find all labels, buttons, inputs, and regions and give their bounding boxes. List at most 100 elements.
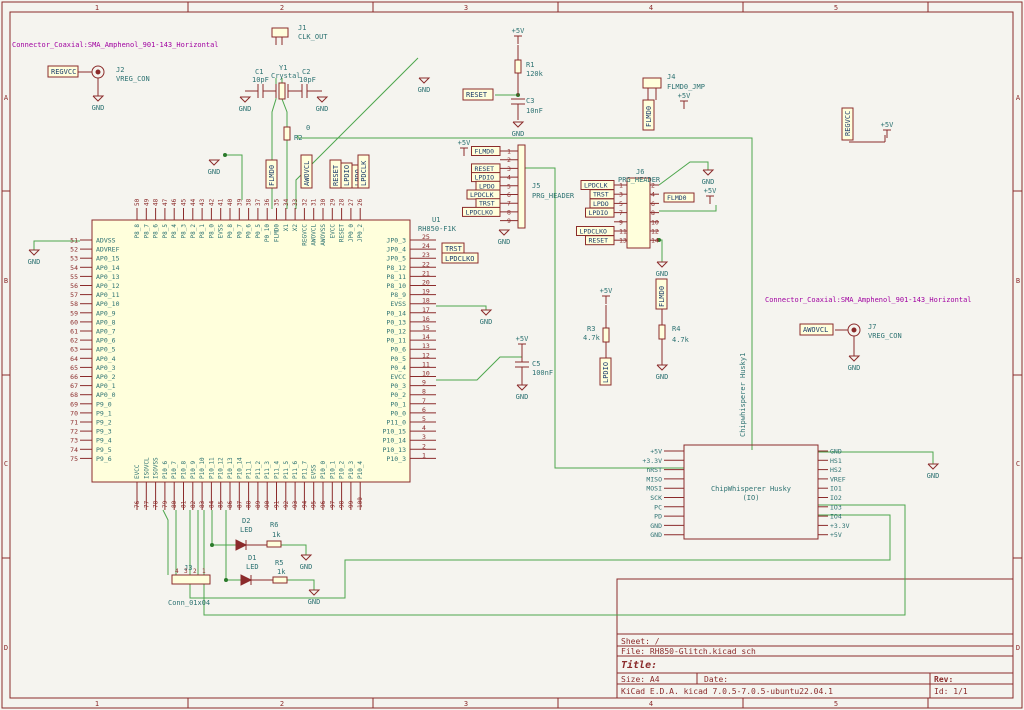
u1-pin-number: 73 <box>70 437 78 445</box>
u1-pin-name: P0_5 <box>390 355 406 363</box>
u1-pin-number: 65 <box>70 364 78 372</box>
u1-pin-name: P8_1 <box>199 224 206 239</box>
c1-value: 10pF <box>252 76 269 84</box>
j6-pin-number: 13 <box>619 237 627 245</box>
label-lpdclk-u1: LPDCLK <box>360 160 368 186</box>
u1-pin-number: 87 <box>236 500 243 508</box>
husky-pin-right: +5V <box>830 531 842 539</box>
u1-pin-number: 35 <box>274 198 281 206</box>
gnd-c2: GND <box>316 105 329 113</box>
u1-pin-name: P10_6 <box>162 461 169 479</box>
husky-pin-left: PC <box>654 503 662 511</box>
u1-pin-name: P10_14 <box>236 457 243 479</box>
gnd-r4-symbol <box>656 364 669 371</box>
u1-pin-number: 10 <box>422 370 430 378</box>
u1-pin-number: 8 <box>422 388 426 396</box>
u1-pin-name: AP0_8 <box>96 318 116 326</box>
u1-pin-number: 89 <box>255 500 262 508</box>
u1-pin-number: 14 <box>422 333 430 341</box>
tb-rev: Rev: <box>934 675 953 684</box>
gnd-r5-symbol <box>308 589 321 596</box>
j2-value: VREG_CON <box>116 75 150 83</box>
c3-value: 10nF <box>526 107 543 115</box>
gnd-j7-symbol <box>848 355 861 362</box>
j5-net-label: RESET <box>475 165 495 173</box>
u1-pin-number: 86 <box>227 500 234 508</box>
u1-pin-name: P8_5 <box>162 224 169 239</box>
u1-pin-number: 55 <box>70 273 78 281</box>
gnd-c2-symbol <box>316 96 329 103</box>
u1-value: RH850-F1K <box>418 225 457 233</box>
u1-pin-name: P10_3 <box>348 461 355 479</box>
u1-pin-name: EVSS <box>218 224 225 239</box>
j5-net-label-box <box>462 206 501 217</box>
j6-prg-header: 1LPDCLK3TRST5LPDO7LPDIO911LPDCLKO13RESET… <box>576 168 695 249</box>
j5-net-label-box <box>471 146 501 156</box>
u1-pin-number: 29 <box>329 198 336 206</box>
c5-ref: C5 <box>532 360 540 368</box>
u1-pin-number: 40 <box>227 198 234 206</box>
u1-pin-number: 3 <box>422 433 426 441</box>
label-flmd0-r4: FLMD0 <box>658 286 666 307</box>
gnd-j6: GND <box>656 270 669 278</box>
u1-pin-name: P8_12 <box>386 264 406 272</box>
u1-pin-number: 69 <box>70 400 78 408</box>
r3-value: 4.7k <box>583 334 601 342</box>
u1-pin-name: P0_0 <box>390 409 406 417</box>
u1-pin-name: P9_6 <box>96 455 112 463</box>
husky-pin-left: GND <box>650 531 662 539</box>
u1-pin-name: EVSS <box>390 300 406 308</box>
husky-title: ChipWhisperer Husky <box>711 485 791 493</box>
border-col-3: 3 <box>464 4 468 12</box>
u1-pin-name: P0_11 <box>386 337 406 345</box>
j6-pin-number: 4 <box>651 191 655 199</box>
u1-pin-name: AP0_10 <box>96 300 120 308</box>
u1-pin-number: 58 <box>70 300 78 308</box>
u1-pin-name: P11_5 <box>283 461 290 479</box>
border-col-bottom-1: 1 <box>95 700 99 708</box>
j6-value: PRG_HEADER <box>618 176 661 184</box>
y1-ref: Y1 <box>279 64 287 72</box>
j6-pin-number: 5 <box>619 200 623 208</box>
u1-pin-name: AP0_15 <box>96 255 120 263</box>
u1-pin-name: P0_6 <box>246 224 253 239</box>
gnd-p05-symbol <box>208 159 221 166</box>
u1-pin-number: 75 <box>70 455 78 463</box>
y1-value: Crystal <box>271 72 301 80</box>
tb-date: Date: <box>704 675 728 684</box>
u1-pin-number: 50 <box>134 198 141 206</box>
u1-pin-name: P0_6 <box>390 346 406 354</box>
j6-pin-number: 3 <box>619 191 623 199</box>
u1-pin-number: 31 <box>311 198 318 206</box>
u1-pin-number: 77 <box>143 500 150 508</box>
u1-pin-name: X1 <box>283 224 290 232</box>
j5-pin-number: 4 <box>507 174 511 182</box>
u1-pin-name: P9_1 <box>96 409 112 417</box>
u1-pin-name: P11_3 <box>264 461 271 479</box>
u1-pin-number: 26 <box>357 198 364 206</box>
husky-pin-right: HS2 <box>830 466 842 474</box>
j5-body <box>517 144 526 229</box>
u1-pin-number: 19 <box>422 288 430 296</box>
j6-pin-number: 12 <box>651 228 659 236</box>
label-regvcc-j2: REGVCC <box>51 68 76 76</box>
border-row-A: A <box>4 94 9 102</box>
border-col-5: 5 <box>834 4 838 12</box>
u1-pin-number: 57 <box>70 291 78 299</box>
gnd-r6-symbol <box>300 554 313 561</box>
footprint-labels: Connector_Coaxial:SMA_Amphenol_901-143_H… <box>12 41 972 304</box>
u1-pin-name: P8_9 <box>390 291 406 299</box>
j5-pin-number: 6 <box>507 191 511 199</box>
u1-pin-name: P8_6 <box>153 224 160 239</box>
j6-pin-number: 9 <box>619 218 623 226</box>
border-row-C: C <box>4 460 8 468</box>
u1-pin-name: AP0_6 <box>96 337 116 345</box>
u1-pin-name: P10_0 <box>320 461 327 479</box>
u1-pin-name: P0_2 <box>390 391 406 399</box>
r4-value: 4.7k <box>672 336 690 344</box>
j7-footprint: Connector_Coaxial:SMA_Amphenol_901-143_H… <box>765 296 972 304</box>
border-row-D: D <box>4 644 8 652</box>
